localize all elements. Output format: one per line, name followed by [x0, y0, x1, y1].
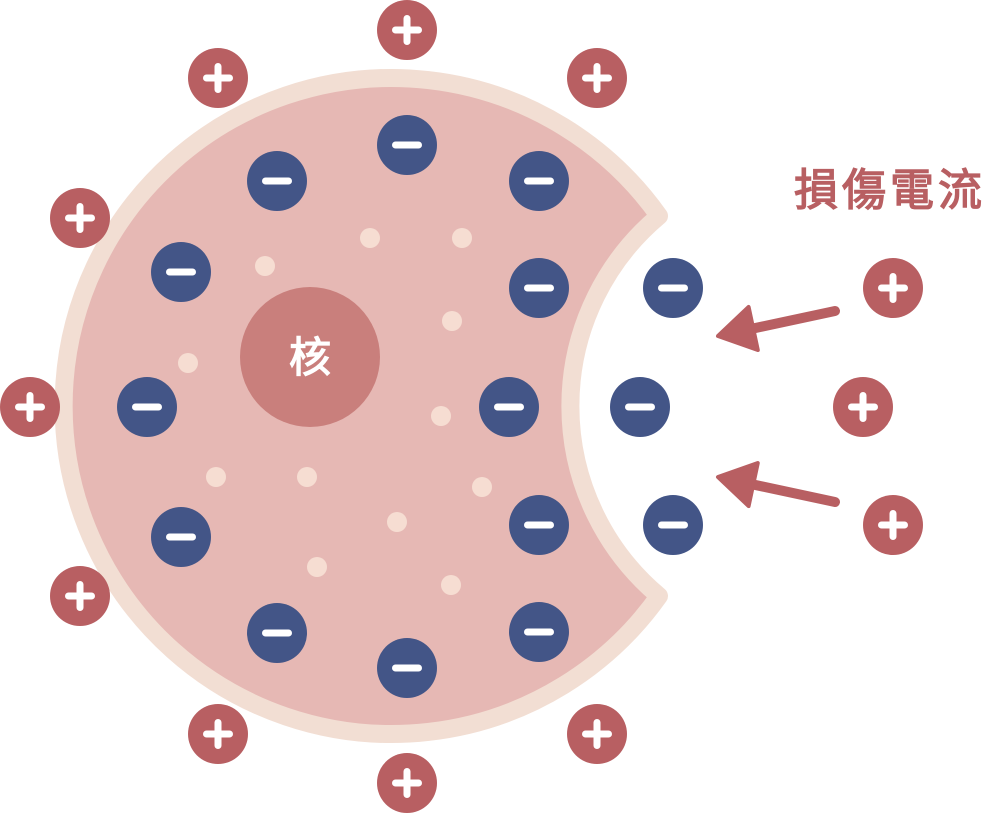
- granule: [178, 353, 198, 373]
- injury-current-title: 損傷電流: [794, 165, 986, 216]
- granule: [297, 467, 317, 487]
- positive-ion: [567, 48, 627, 108]
- negative-ion: [610, 377, 670, 437]
- minus-icon: [625, 403, 655, 411]
- plus-icon: [878, 273, 908, 303]
- negative-ion: [247, 603, 307, 663]
- arrow-icon: [716, 461, 840, 509]
- positive-ion: [188, 704, 248, 764]
- positive-ion: [377, 753, 437, 813]
- nucleus: 核: [240, 287, 380, 427]
- plus-icon: [203, 63, 233, 93]
- granule: [472, 477, 492, 497]
- positive-ion: [863, 258, 923, 318]
- granule: [387, 512, 407, 532]
- nucleus-circle: [240, 287, 380, 427]
- negative-ion: [151, 242, 211, 302]
- positive-ion: [0, 377, 60, 437]
- granule: [442, 311, 462, 331]
- minus-icon: [524, 284, 554, 292]
- granule: [255, 256, 275, 276]
- granule: [307, 557, 327, 577]
- minus-icon: [132, 403, 162, 411]
- positive-ion: [863, 495, 923, 555]
- granule: [206, 467, 226, 487]
- negative-ion: [509, 602, 569, 662]
- negative-ion: [509, 258, 569, 318]
- positive-ion: [567, 704, 627, 764]
- cell-membrane: [54, 69, 668, 743]
- minus-icon: [658, 284, 688, 292]
- minus-icon: [166, 533, 196, 541]
- negative-ion: [377, 638, 437, 698]
- negative-ion: [151, 507, 211, 567]
- minus-icon: [524, 521, 554, 529]
- granule: [452, 228, 472, 248]
- minus-icon: [524, 628, 554, 636]
- minus-icon: [524, 177, 554, 185]
- minus-icon: [392, 141, 422, 149]
- granule: [431, 406, 451, 426]
- negative-ions: [117, 115, 703, 698]
- negative-ion: [479, 377, 539, 437]
- cell: [54, 69, 668, 743]
- plus-icon: [392, 15, 422, 45]
- positive-ion: [377, 0, 437, 60]
- negative-ion: [247, 151, 307, 211]
- plus-icon: [582, 719, 612, 749]
- granule: [360, 228, 380, 248]
- positive-ions: [0, 0, 923, 813]
- positive-ion: [50, 566, 110, 626]
- negative-ion: [377, 115, 437, 175]
- plus-icon: [848, 392, 878, 422]
- cytoplasm-granules: [178, 228, 492, 595]
- positive-ion: [188, 48, 248, 108]
- plus-icon: [15, 392, 45, 422]
- nucleus-label: 核: [289, 333, 331, 382]
- negative-ion: [643, 495, 703, 555]
- negative-ion: [509, 151, 569, 211]
- negative-ion: [509, 495, 569, 555]
- minus-icon: [262, 629, 292, 637]
- minus-icon: [494, 403, 524, 411]
- positive-ion: [50, 188, 110, 248]
- plus-icon: [203, 719, 233, 749]
- negative-ion: [117, 377, 177, 437]
- plus-icon: [65, 581, 95, 611]
- minus-icon: [166, 268, 196, 276]
- injury-current-arrows: [716, 304, 840, 509]
- plus-icon: [65, 203, 95, 233]
- positive-ion: [833, 377, 893, 437]
- negative-ion: [643, 258, 703, 318]
- plus-icon: [582, 63, 612, 93]
- granule: [441, 575, 461, 595]
- plus-icon: [878, 510, 908, 540]
- minus-icon: [658, 521, 688, 529]
- minus-icon: [262, 177, 292, 185]
- plus-icon: [392, 768, 422, 798]
- arrow-icon: [716, 304, 840, 352]
- minus-icon: [392, 664, 422, 672]
